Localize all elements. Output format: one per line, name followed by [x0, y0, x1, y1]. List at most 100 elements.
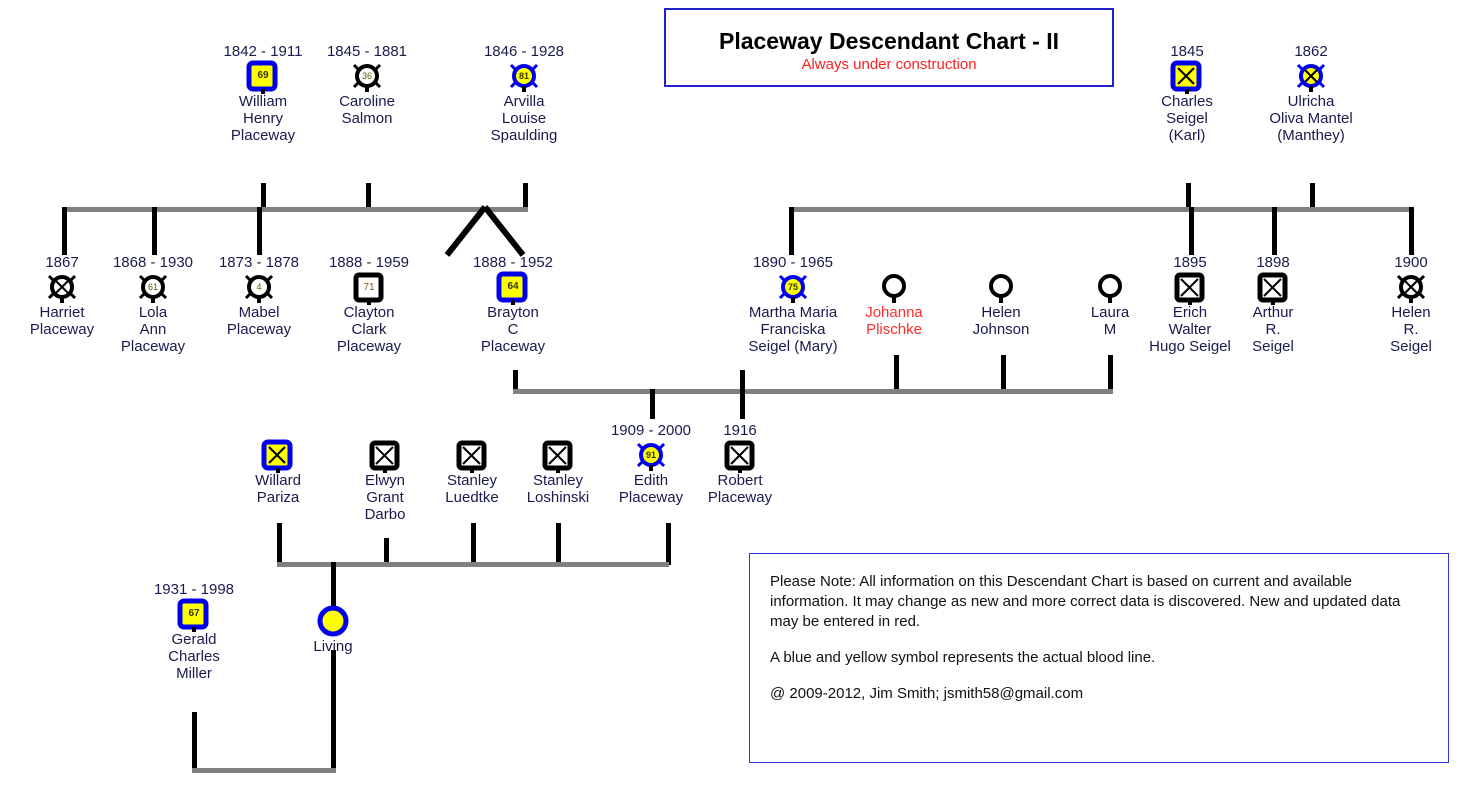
chart-title-box: Placeway Descendant Chart - II Always un… — [664, 8, 1114, 87]
person-name: Helen R. Seigel — [1390, 304, 1432, 355]
person-symbol-circle-black-x-rays — [1366, 272, 1456, 304]
connector-drop-living-down — [331, 650, 336, 772]
person-symbol-square-black-x — [1228, 272, 1318, 305]
connector-drop-edith — [650, 389, 655, 419]
connector-drop-harriet — [62, 207, 67, 255]
person-name: Elwyn Grant Darbo — [364, 472, 406, 523]
person-name: Laura M — [1090, 304, 1130, 338]
person-node-robert-placeway[interactable]: 1916 Robert Placeway — [695, 421, 785, 506]
person-node-arthur-r-seigel[interactable]: 1898 Arthur R. Seigel — [1228, 253, 1318, 355]
person-node-elwyn-grant-darbo[interactable]: Elwyn Grant Darbo — [340, 440, 430, 523]
person-node-willard-pariza[interactable]: Willard Pariza — [231, 439, 325, 506]
person-symbol-circle-black-plain — [1064, 272, 1156, 304]
connector-drop-lola — [152, 207, 157, 255]
person-node-caroline-salmon[interactable]: 1845 - 1881 36 Caroline Salmon — [320, 42, 414, 127]
connector-drop-stanley-lo-down — [556, 523, 561, 565]
person-node-erich-walter-hugo-seigel[interactable]: 1895 Erich Walter Hugo Seigel — [1134, 253, 1246, 355]
person-dates: 1898 — [1256, 254, 1290, 271]
connector-drop-arvilla — [523, 183, 528, 210]
connector-drop-martha-down — [740, 370, 745, 392]
person-age: 71 — [363, 281, 375, 293]
person-dates: 1845 — [1170, 43, 1204, 60]
person-node-living[interactable]: Living — [288, 605, 378, 655]
connector-drop-caroline — [366, 183, 371, 210]
person-node-laura-m[interactable]: Laura M — [1064, 272, 1156, 338]
connector-sibling-bar-gen2-left — [62, 207, 528, 212]
person-age: 36 — [361, 70, 372, 81]
connector-drop-willard-down — [277, 523, 282, 565]
person-node-martha-maria-franciska-seigel[interactable]: 1890 - 1965 75 Martha Maria Franciska Se… — [730, 253, 856, 355]
person-name: Erich Walter Hugo Seigel — [1149, 304, 1231, 355]
person-symbol-circle-blue-yellow-rays: 75 — [730, 272, 856, 304]
person-node-mabel-placeway[interactable]: 1873 - 1878 4 Mabel Placeway — [211, 253, 307, 338]
person-symbol-circle-black-rays: 61 — [105, 272, 201, 304]
connector-drop-arthur — [1272, 207, 1277, 255]
person-node-helen-r-seigel[interactable]: 1900 Helen — [1366, 253, 1456, 355]
person-name: Caroline Salmon — [339, 93, 395, 127]
person-age: 91 — [645, 449, 656, 460]
person-node-arvilla-louise-spaulding[interactable]: 1846 - 1928 81 Arvilla Louise Spaulding — [466, 42, 582, 144]
connector-bar-left-cap — [513, 389, 517, 394]
person-age: 4 — [256, 281, 262, 292]
person-name: Arvilla Louise Spaulding — [490, 93, 558, 144]
connector-drop-helen-j-down — [1001, 355, 1006, 392]
person-name: Robert Placeway — [707, 472, 773, 506]
person-dates: 1845 - 1881 — [326, 43, 408, 60]
person-name: Helen Johnson — [972, 304, 1030, 338]
connector-drop-martha — [789, 207, 794, 255]
person-node-charles-seigel[interactable]: 1845 Charles Seigel (Karl) — [1135, 42, 1239, 144]
person-age: 64 — [507, 280, 519, 292]
person-symbol-circle-black-rays: 4 — [211, 272, 307, 304]
note-paragraph-2: A blue and yellow symbol represents the … — [770, 649, 1156, 666]
person-node-harriet-placeway[interactable]: 1867 Harri — [14, 253, 110, 338]
disclaimer-note-box: Please Note: All information on this Des… — [749, 553, 1449, 763]
person-symbol-square-black-x — [428, 440, 516, 473]
person-symbol-circle-black-plain — [848, 272, 940, 304]
person-dates: 1846 - 1928 — [483, 43, 565, 60]
person-name: Martha Maria Franciska Seigel (Mary) — [748, 304, 838, 355]
person-symbol-square-blue-yellow: 67 — [146, 598, 242, 632]
person-name: Mabel Placeway — [226, 304, 292, 338]
person-age: 81 — [518, 70, 529, 81]
person-node-lola-ann-placeway[interactable]: 1868 - 1930 61 Lola Ann Placeway — [105, 253, 201, 355]
person-symbol-square-black-x — [513, 440, 603, 473]
connector-drop-laura-down — [1108, 355, 1113, 392]
person-name: Ulricha Oliva Mantel (Manthey) — [1269, 93, 1353, 144]
person-dates: 1916 — [723, 422, 757, 439]
person-age: 61 — [147, 281, 158, 292]
person-node-edith-placeway[interactable]: 1909 - 2000 91 Edith Placeway — [601, 421, 701, 506]
person-age: 69 — [257, 69, 269, 81]
person-node-clayton-clark-placeway[interactable]: 1888 - 1959 71 Clayton Clark Placeway — [321, 253, 417, 355]
person-dates: 1888 - 1959 — [328, 254, 410, 271]
person-symbol-circle-black-x-rays — [14, 272, 110, 304]
connector-drop-ulricha — [1310, 183, 1315, 210]
person-node-stanley-loshinski[interactable]: Stanley Loshinski — [513, 440, 603, 506]
note-paragraph-1: Please Note: All information on this Des… — [770, 573, 1401, 630]
person-node-william-henry-placeway[interactable]: 1842 - 1911 69 William Henry Placeway — [201, 42, 325, 144]
person-node-brayton-c-placeway[interactable]: 1888 - 1952 64 Brayton C Placeway — [465, 253, 561, 355]
person-name: Gerald Charles Miller — [168, 631, 220, 682]
person-symbol-circle-blue-yellow-x-rays — [1245, 61, 1377, 93]
person-node-helen-johnson[interactable]: Helen Johnson — [955, 272, 1047, 338]
person-symbol-square-black: 71 — [321, 272, 417, 305]
person-name: Clayton Clark Placeway — [336, 304, 402, 355]
person-symbol-square-blue-yellow-x — [231, 439, 325, 473]
person-symbol-circle-blue-yellow-rays: 91 — [601, 440, 701, 472]
person-name: Harriet Placeway — [29, 304, 95, 338]
person-age: 75 — [787, 281, 798, 292]
connector-sibling-bar-gen4 — [277, 562, 669, 567]
person-node-ulricha-oliva-mantel[interactable]: 1862 Ulric — [1245, 42, 1377, 144]
note-paragraph-3: @ 2009-2012, Jim Smith; jsmith58@gmail.c… — [770, 685, 1084, 702]
person-node-stanley-luedtke[interactable]: Stanley Luedtke — [428, 440, 516, 506]
person-dates: 1842 - 1911 — [223, 43, 303, 60]
person-node-gerald-charles-miller[interactable]: 1931 - 1998 67 Gerald Charles Miller — [146, 580, 242, 682]
connector-drop-mabel — [257, 207, 262, 255]
person-node-johanna-plischke[interactable]: Johanna Plischke — [848, 272, 940, 338]
person-age: 67 — [188, 607, 200, 619]
chart-subtitle: Always under construction — [801, 56, 977, 73]
connector-marriage-bar-bottom — [192, 768, 336, 773]
person-name: Willard Pariza — [255, 472, 301, 506]
person-name: Stanley Luedtke — [445, 472, 499, 506]
person-symbol-square-blue-yellow: 64 — [465, 271, 561, 305]
